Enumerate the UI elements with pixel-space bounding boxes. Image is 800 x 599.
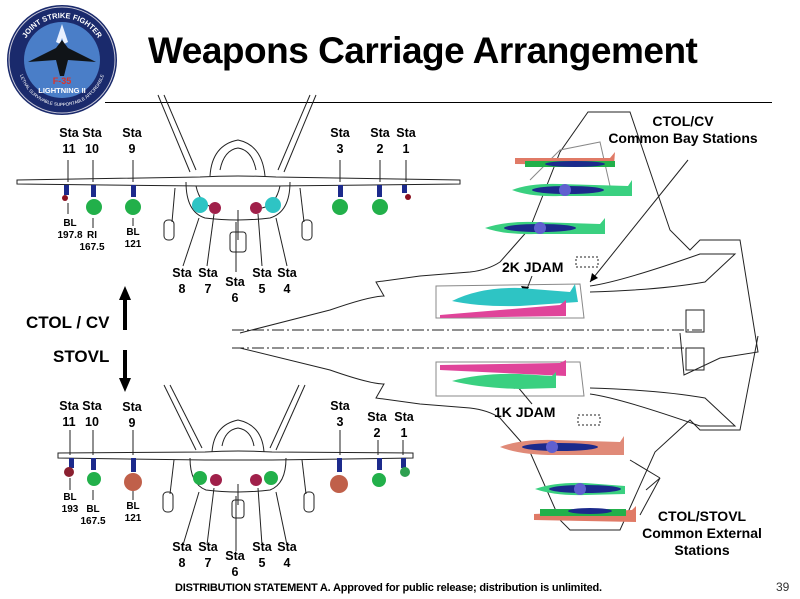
distribution-statement: DISTRIBUTION STATEMENT A. Approved for p… [175, 582, 602, 594]
bay-callout-leader [589, 159, 689, 283]
arrow-up-icon [119, 286, 131, 300]
stovl-front-view [57, 384, 414, 519]
stovl-wing [57, 450, 414, 461]
ext-leader-1 [629, 459, 661, 479]
logo-name: LIGHTNING II [38, 86, 86, 95]
logo-model: F-35 [53, 76, 72, 86]
plan-view-stores [440, 152, 636, 522]
stovl-label: STOVL [53, 347, 110, 366]
plan-view [239, 111, 759, 531]
jdam-1k-label: 1K JDAM [494, 404, 556, 420]
logo-jet-icon [28, 40, 96, 76]
ctol-wing [16, 175, 461, 187]
arrow-down-icon [119, 378, 131, 392]
external-stations-callout: CTOL/STOVL Common External Stations [642, 508, 762, 558]
jdam-2k-label: 2K JDAM [502, 259, 564, 275]
jdam-1k-store [452, 372, 556, 389]
stovl-bay-stores [193, 471, 278, 486]
title-divider [105, 102, 772, 103]
ctol-bay-stores [192, 197, 281, 214]
bay-stations-callout: CTOL/CV Common Bay Stations [608, 113, 758, 146]
jsf-logo: JOINT STRIKE FIGHTER LETHAL SURVIVABLE S… [7, 5, 117, 115]
jdam-2k-store [452, 284, 578, 307]
slide-title: Weapons Carriage Arrangement [148, 30, 698, 71]
ctol-external-stores [62, 185, 411, 215]
page-number: 39 [776, 580, 790, 594]
ctol-cv-label: CTOL / CV [26, 313, 110, 332]
stovl-external-stores [64, 458, 410, 493]
